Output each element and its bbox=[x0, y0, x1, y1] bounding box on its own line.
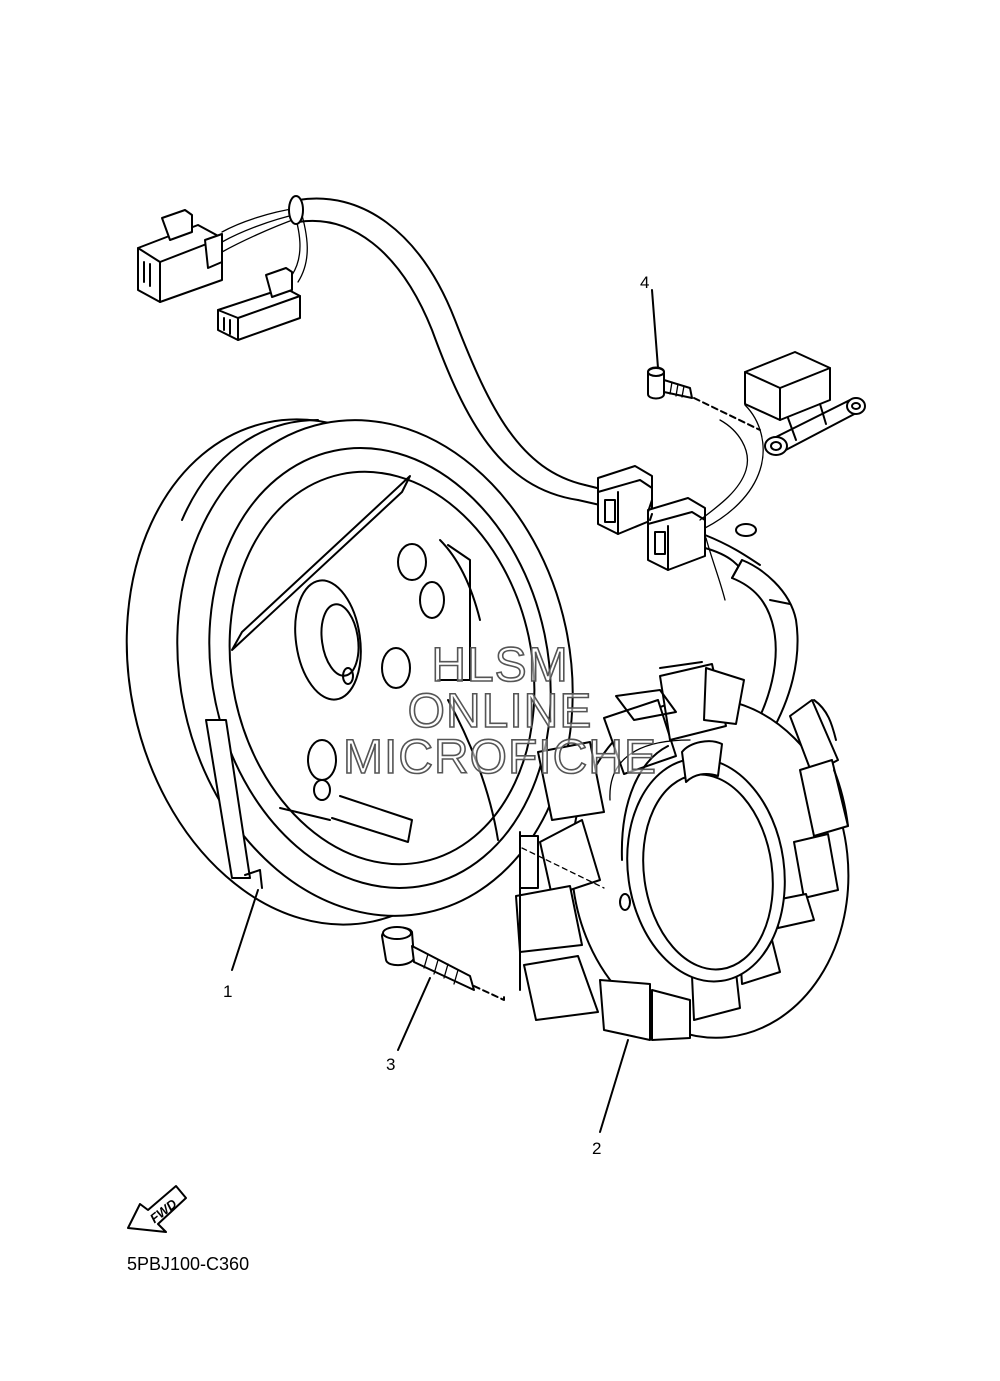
coupler-2pin bbox=[217, 267, 301, 341]
coupler-3pin bbox=[137, 209, 223, 303]
watermark-line-1: HLSM bbox=[431, 639, 569, 692]
callout-2: 2 bbox=[592, 1139, 602, 1158]
flywheel-rotor bbox=[125, 418, 574, 926]
watermark-line-2: ONLINE bbox=[407, 685, 593, 738]
leader-lines bbox=[231, 289, 659, 1133]
figure-code: 5PBJ100-C360 bbox=[127, 1254, 250, 1274]
watermark-line-3: MICROFICHE bbox=[342, 731, 657, 784]
callout-4: 4 bbox=[640, 273, 650, 292]
stator-bolt bbox=[381, 926, 505, 1001]
callout-1: 1 bbox=[223, 982, 233, 1001]
stator-assembly bbox=[515, 661, 850, 1041]
stator-leads bbox=[699, 404, 799, 736]
callout-3: 3 bbox=[386, 1055, 396, 1074]
pickup-screw bbox=[647, 366, 761, 431]
wire-harness bbox=[221, 195, 606, 506]
fwd-arrow-icon: FWD bbox=[127, 1185, 187, 1233]
harness-connectors bbox=[597, 465, 706, 571]
pickup-coil bbox=[744, 351, 866, 456]
